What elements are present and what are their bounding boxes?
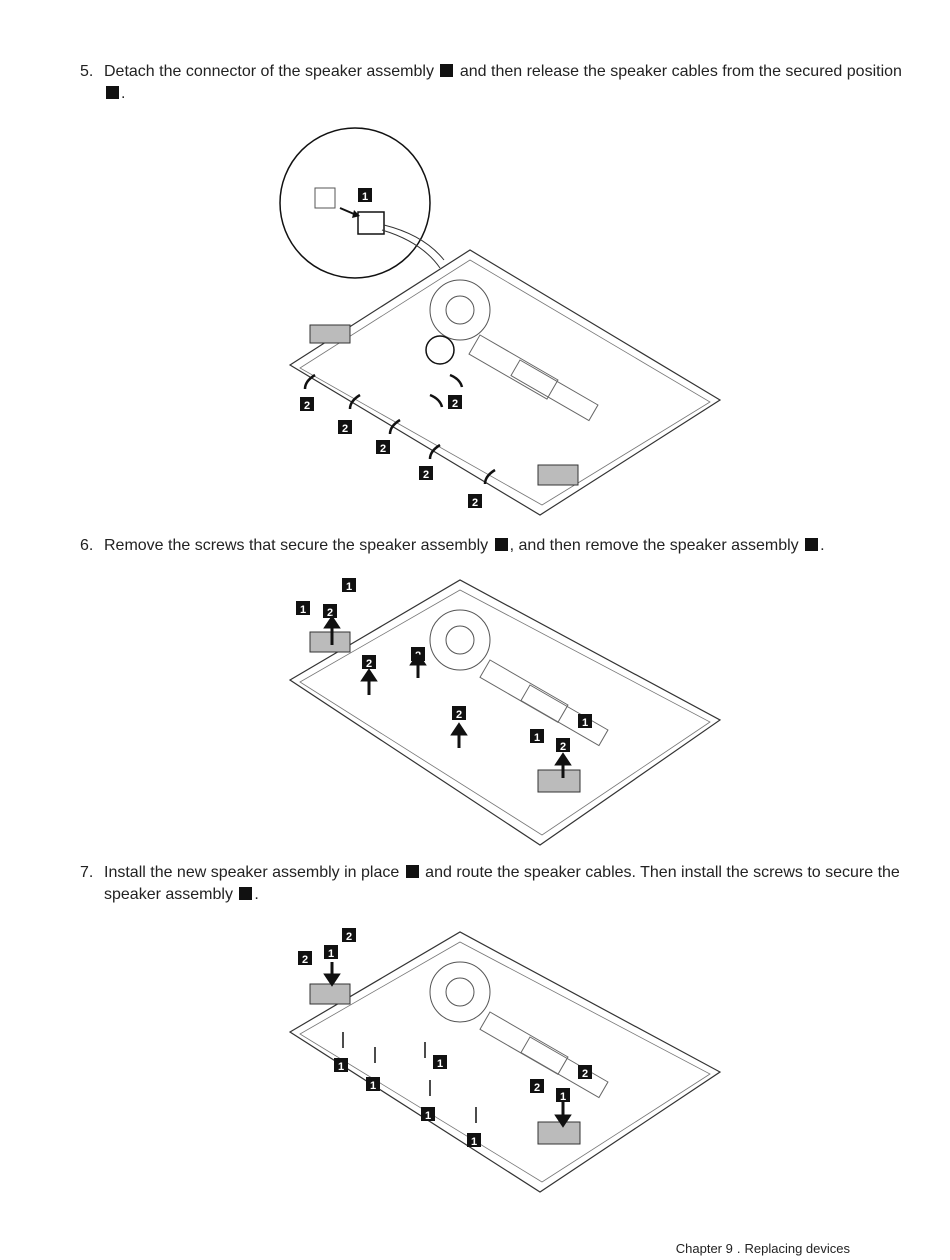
svg-text:2: 2	[327, 607, 333, 619]
figure-install-speaker: 2 2 1 1 1 1 1 1 2 2 1	[280, 922, 730, 1197]
svg-text:2: 2	[423, 469, 429, 481]
svg-text:1: 1	[300, 604, 306, 616]
svg-text:1: 1	[471, 1136, 477, 1148]
step-number: 6.	[80, 537, 94, 554]
footer-title: Replacing devices	[744, 1241, 850, 1256]
svg-text:1: 1	[425, 1110, 431, 1122]
figure-detach-connector: 1 2 2 2 2 2 2	[270, 120, 740, 520]
step-text: Remove the screws that secure the speake…	[104, 537, 825, 554]
svg-text:2: 2	[456, 709, 462, 721]
svg-text:2: 2	[342, 423, 348, 435]
svg-text:1: 1	[534, 732, 540, 744]
svg-text:2: 2	[534, 1082, 540, 1094]
svg-text:1: 1	[338, 1061, 344, 1073]
step-5: 5. Detach the connector of the speaker a…	[80, 61, 910, 105]
svg-text:2: 2	[560, 741, 566, 753]
figure-remove-speaker: 1 1 2 2 2 2 1 1 2	[280, 570, 730, 850]
page-footer: Chapter 9.Replacing devices	[676, 1241, 850, 1256]
svg-text:1: 1	[328, 948, 334, 960]
svg-text:2: 2	[472, 497, 478, 509]
svg-text:2: 2	[380, 443, 386, 455]
callout-2-marker	[805, 538, 819, 551]
callout-1-marker	[405, 865, 419, 878]
callout-2-marker	[239, 887, 253, 900]
callout-1-marker	[440, 64, 454, 77]
footer-chapter: Chapter 9	[675, 1241, 733, 1256]
callout-2-marker	[106, 86, 119, 99]
svg-text:2: 2	[452, 398, 458, 410]
step-text: Detach the connector of the speaker asse…	[104, 63, 902, 102]
svg-text:2: 2	[366, 658, 372, 670]
svg-text:1: 1	[346, 581, 352, 593]
step-text: Install the new speaker assembly in plac…	[104, 864, 900, 903]
svg-text:2: 2	[582, 1068, 588, 1080]
callout-1-marker	[494, 538, 508, 551]
svg-text:1: 1	[560, 1091, 566, 1103]
svg-text:1: 1	[370, 1080, 376, 1092]
svg-text:2: 2	[346, 931, 352, 943]
step-7: 7. Install the new speaker assembly in p…	[80, 862, 910, 906]
step-6: 6. Remove the screws that secure the spe…	[80, 535, 910, 557]
svg-text:2: 2	[304, 400, 310, 412]
step-number: 5.	[80, 63, 94, 80]
footer-separator: .	[736, 1241, 741, 1256]
svg-text:1: 1	[582, 717, 588, 729]
svg-text:2: 2	[302, 954, 308, 966]
step-number: 7.	[80, 864, 94, 881]
callout-label: 1	[362, 191, 368, 203]
svg-text:1: 1	[437, 1058, 443, 1070]
